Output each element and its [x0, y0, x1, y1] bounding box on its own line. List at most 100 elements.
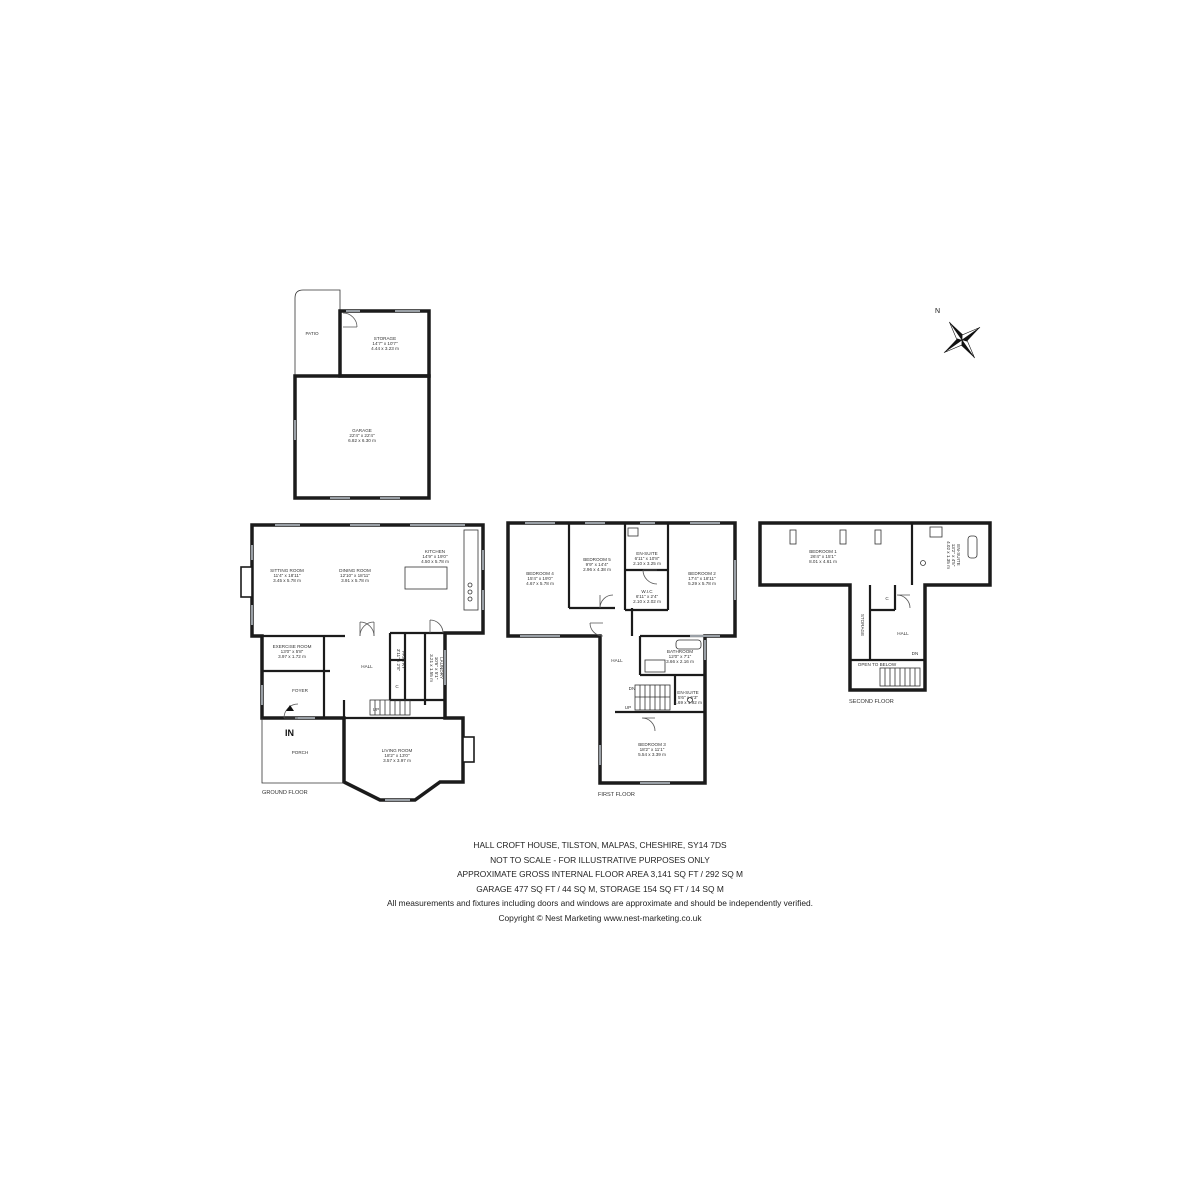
bedroom-3-label: BEDROOM 3	[638, 742, 666, 747]
compass-needle	[949, 321, 964, 340]
bedroom-3-metric: 5.54 x 3.39 m	[638, 752, 666, 757]
compass	[943, 321, 981, 359]
stairs-first	[634, 684, 671, 711]
fireplace-sitting	[240, 566, 253, 598]
first-floor-label: FIRST FLOOR	[598, 792, 635, 798]
outbuilding: PATIO STORAGE 14'7" x 10'7" 4.44 x 3.23 …	[293, 289, 431, 500]
up-marker-first: UP	[625, 705, 631, 710]
kitchen-metric: 4.50 x 5.78 m	[421, 559, 449, 564]
door-swing	[589, 622, 604, 637]
exercise-room-label: EXERCISE ROOM	[273, 644, 312, 649]
bedroom-4-imperial: 15'4" x 19'0"	[527, 576, 553, 581]
kitchen-island	[404, 566, 448, 590]
laundry-imperial: 10'6" x 5'1"	[434, 657, 439, 680]
first-floor-outline	[506, 521, 737, 785]
door-swing	[896, 594, 911, 609]
door-swing	[599, 594, 614, 609]
copyright: Copyright © Nest Marketing www.nest-mark…	[498, 912, 702, 923]
hob	[467, 589, 473, 595]
shower	[644, 659, 666, 673]
bathroom-imperial: 12'0" x 7'1"	[669, 654, 692, 659]
gross-internal-area: APPROXIMATE GROSS INTERNAL FLOOR AREA 3,…	[456, 869, 744, 880]
sitting-room-metric: 3.45 x 5.78 m	[273, 578, 301, 583]
porch-outline	[261, 718, 344, 784]
ensuite-imperial: 6'11" x 10'8"	[635, 556, 660, 561]
ground-floor-label: GROUND FLOOR	[262, 790, 308, 796]
compass-needle	[962, 327, 981, 342]
bedroom-5-metric: 2.96 x 4.38 m	[583, 567, 611, 572]
roof-window	[874, 529, 882, 545]
kitchen-imperial: 14'9" x 19'0"	[422, 554, 448, 559]
pantry-rotated: PANTRY 3'11" x 2'8"	[396, 649, 406, 672]
bedroom-4-label: BEDROOM 4	[526, 571, 554, 576]
entrance-arrow	[286, 705, 294, 711]
hob	[467, 582, 473, 588]
compass-needle	[960, 340, 975, 359]
entrance-label: IN	[285, 728, 294, 738]
bedroom-2-imperial: 17'4" x 18'11"	[688, 576, 716, 581]
bedroom-2-metric: 5.29 x 5.78 m	[688, 581, 716, 586]
closet-marker-second: C	[885, 596, 889, 601]
second-floor-label: SECOND FLOOR	[849, 699, 894, 705]
roof-window	[789, 529, 797, 545]
wic-label: W.I.C	[641, 589, 653, 594]
dining-room-metric: 3.91 x 5.78 m	[341, 578, 369, 583]
fireplace-living	[462, 736, 475, 763]
ensuite-2-metric: 1.69 x 1.92 m	[674, 700, 702, 705]
ensuite-metric: 2.10 x 3.25 m	[633, 561, 661, 566]
ensuite-3-rotated: EN-SUITE 13'2" x 4'5" 4.02 x 1.35 m	[946, 541, 961, 569]
door-swing	[642, 569, 658, 585]
dining-room-label: DINING ROOM	[339, 568, 371, 573]
pantry-imperial: 3'11" x 2'8"	[396, 649, 401, 672]
open-to-below-label: OPEN TO BELOW	[858, 662, 897, 667]
patio-outline	[294, 289, 341, 376]
bedroom-5-label: BEDROOM 5	[583, 557, 611, 562]
compass-needle	[943, 339, 963, 353]
disclaimer: All measurements and fixtures including …	[387, 898, 813, 909]
bedroom-1-imperial: 26'4" x 15'1"	[810, 554, 836, 559]
laundry-label: LAUNDRY	[439, 657, 444, 679]
toilet-icon	[920, 560, 926, 566]
compass-north-label: N	[935, 308, 940, 315]
door-swing	[359, 621, 375, 637]
ensuite-label: EN-SUITE	[636, 551, 657, 556]
laundry-metric: 3.21 x 1.55 m	[429, 654, 434, 682]
basin	[627, 527, 639, 537]
laundry-rotated: LAUNDRY 10'6" x 5'1" 3.21 x 1.55 m	[429, 654, 444, 682]
garage-metric: 6.82 x 6.30 m	[348, 438, 376, 443]
foyer-label: FOYER	[292, 688, 309, 693]
ground-floor: UP IN SITTING ROOM 11'4" x 18'11" 3.45	[240, 523, 485, 802]
floor-plan-caption: HALL CROFT HOUSE, TILSTON, MALPAS, CHESH…	[0, 838, 1200, 926]
bathtub	[675, 639, 702, 650]
kitchen-label: KITCHEN	[425, 549, 445, 554]
compass-needle	[961, 327, 981, 341]
door-swing	[342, 312, 358, 328]
ensuite-2-label: EN-SUITE	[677, 690, 698, 695]
bedroom-1-metric: 8.01 x 4.61 m	[809, 559, 837, 564]
scale-note: NOT TO SCALE - FOR ILLUSTRATIVE PURPOSES…	[490, 854, 710, 865]
address-line: HALL CROFT HOUSE, TILSTON, MALPAS, CHESH…	[473, 840, 727, 850]
living-room-imperial: 18'2" x 13'0"	[384, 753, 410, 758]
bedroom-3-imperial: 18'2" x 11'1"	[640, 747, 665, 752]
sitting-room-imperial: 11'4" x 18'11"	[273, 573, 300, 578]
garage-imperial: 22'4" x 22'4"	[349, 433, 375, 438]
exercise-room-imperial: 13'0" x 5'8"	[281, 649, 304, 654]
storage-label: STORAGE	[374, 336, 396, 341]
hall-label: HALL	[361, 664, 373, 669]
toilet-icon	[687, 697, 693, 703]
bathroom-label: BATHROOM	[667, 649, 693, 654]
garage-label: GARAGE	[352, 428, 372, 433]
living-room-metric: 3.57 x 3.97 m	[383, 758, 411, 763]
dn-marker: DN	[629, 686, 636, 691]
storage-second-rotated: STORAGE	[860, 614, 865, 636]
stairs-second	[879, 667, 921, 687]
stairs-ground	[369, 699, 411, 716]
patio-label: PATIO	[305, 331, 319, 336]
up-marker: UP	[373, 707, 379, 712]
dining-room-imperial: 12'10" x 18'11"	[340, 573, 370, 578]
closet-marker: C	[395, 684, 399, 689]
bathroom-metric: 3.66 x 2.16 m	[666, 659, 694, 664]
compass-needle	[943, 338, 962, 353]
ensuite-3-label: EN-SUITE	[956, 544, 961, 565]
